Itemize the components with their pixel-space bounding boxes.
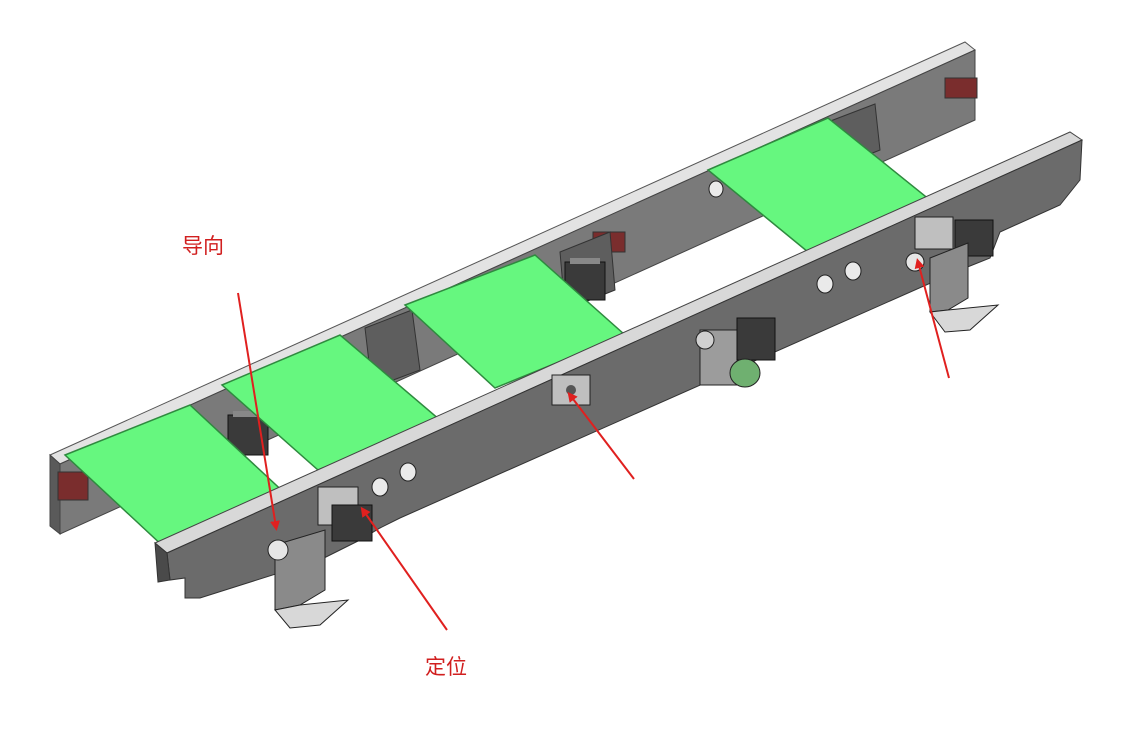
annotation-arrows [237, 258, 950, 631]
support-legs [267, 242, 1000, 629]
arrow-icon [360, 506, 448, 631]
sensor-icon [551, 374, 591, 406]
drive-wheel [729, 358, 761, 388]
positioning-label: 定位 [425, 655, 467, 679]
rail-holes [371, 180, 862, 497]
arrow-icon [237, 292, 280, 531]
arrow-icon [567, 391, 635, 480]
front-rail [154, 131, 1084, 599]
arrow-icon [914, 258, 950, 379]
guide-label: 导向 [182, 234, 224, 258]
sensor-icon [914, 216, 994, 257]
stepper-motor-icon [564, 258, 606, 301]
drive-unit [695, 317, 776, 388]
stepper-motor-icon [736, 317, 776, 361]
